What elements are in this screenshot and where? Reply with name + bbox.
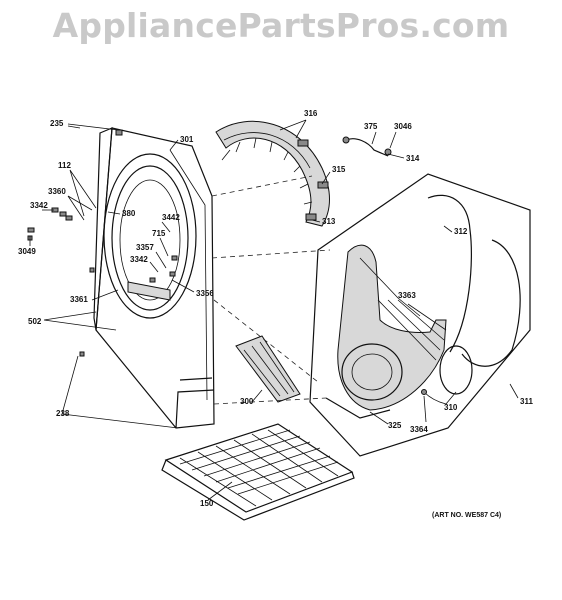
assembly-guide-lines [211,175,331,405]
label-375: 375 [364,122,378,131]
sensor-part[interactable] [342,136,392,157]
label-715: 715 [152,229,166,238]
leader-lines [29,119,519,501]
label-3356: 3356 [196,289,214,298]
label-3363: 3363 [398,291,416,300]
label-312: 312 [454,227,468,236]
label-313: 313 [322,217,336,226]
label-300: 300 [240,397,254,406]
label-502: 502 [28,317,42,326]
label-3357: 3357 [136,243,154,252]
label-112: 112 [58,161,71,170]
callout-labels: 235 301 316 375 3046 314 315 112 3360 33… [18,109,533,519]
label-3364: 3364 [410,425,428,434]
label-150: 150 [200,499,214,508]
label-311: 311 [520,397,533,406]
label-3342a: 3342 [30,201,48,210]
label-238: 238 [56,409,70,418]
drum-support-assembly[interactable] [309,173,531,457]
label-3361: 3361 [70,295,88,304]
label-314: 314 [406,154,420,163]
label-310: 310 [444,403,458,412]
label-316: 316 [304,109,318,118]
label-3360: 3360 [48,187,66,196]
upper-duct-arch-part[interactable] [215,120,330,227]
label-3049: 3049 [18,247,36,256]
label-235: 235 [50,119,64,128]
drying-rack-part[interactable] [161,423,355,521]
label-3442: 3442 [162,213,180,222]
label-301: 301 [180,135,194,144]
label-3342b: 3342 [130,255,148,264]
art-number: (ART NO. WE587 C4) [432,512,501,519]
front-panel-part[interactable] [93,127,215,429]
label-325: 325 [388,421,402,430]
label-380: 380 [122,209,136,218]
label-315: 315 [332,165,346,174]
label-3046: 3046 [394,122,412,131]
lint-filter-part[interactable] [235,335,301,403]
watermark-logo: AppliancePartsPros.com [52,6,510,45]
